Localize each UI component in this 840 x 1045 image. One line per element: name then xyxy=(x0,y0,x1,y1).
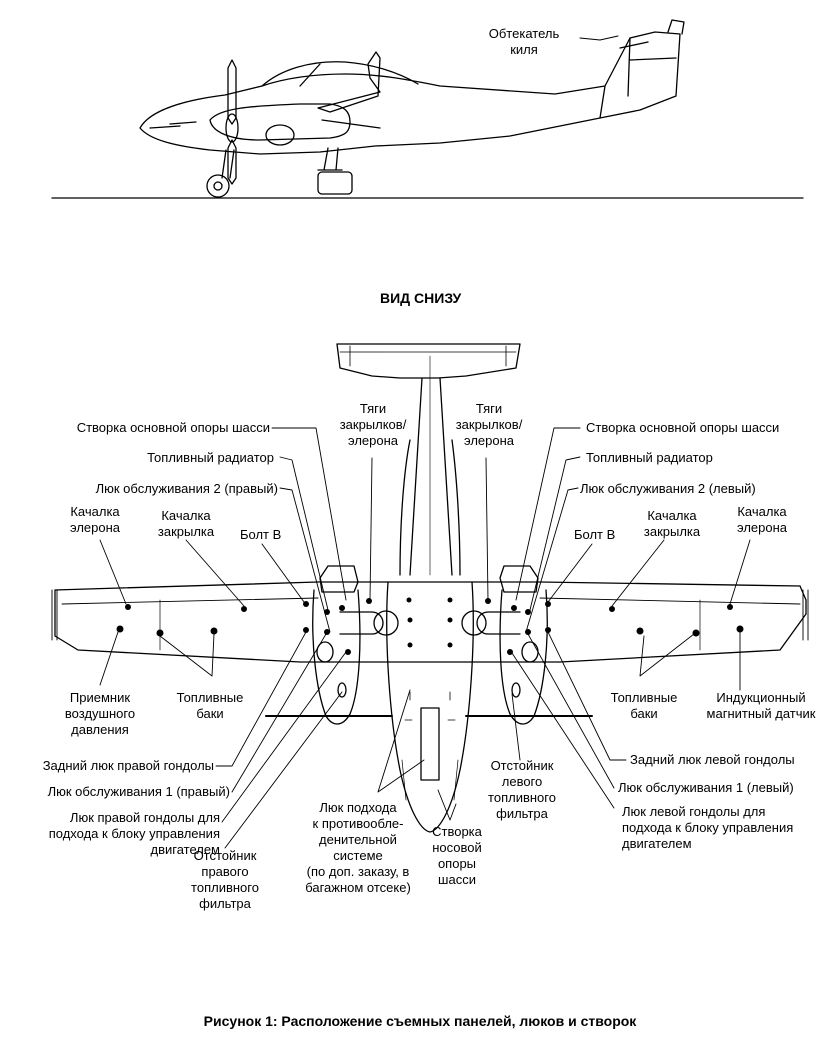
label-flap-rocker-right: Качалка закрылка xyxy=(157,508,215,539)
side-canopy xyxy=(261,61,419,87)
label-rear-nacelle-hatch-left: Задний люк левой гондолы xyxy=(630,752,795,767)
label-service-hatch2-left: Люк обслуживания 2 (левый) xyxy=(580,481,756,496)
label-flap-rocker-left: Качалка закрылка xyxy=(643,508,701,539)
label-main-gear-door-left: Створка основной опоры шасси xyxy=(586,420,780,435)
label-deicing-hatch: Люк подхода к противообле- денительной с… xyxy=(305,800,411,895)
label-pitot-tube: Приемник воздушного давления xyxy=(64,690,136,737)
label-fuel-tanks-left: Топливные баки xyxy=(610,690,678,721)
bottom-wing xyxy=(54,581,807,663)
figure-caption: Рисунок 1: Расположение съемных панелей,… xyxy=(203,1013,637,1029)
bottom-fasteners xyxy=(116,597,744,655)
bottom-left-wheel xyxy=(476,611,521,635)
bottom-baggage-hatch xyxy=(420,707,440,781)
side-fuselage xyxy=(139,31,681,155)
side-main-wheel xyxy=(317,171,353,195)
label-bolt-b-right: Болт В xyxy=(240,527,282,542)
label-fuel-tanks-right: Топливные баки xyxy=(176,690,244,721)
bottom-view-title: ВИД СНИЗУ xyxy=(380,290,462,306)
label-nose-gear-door: Створка носовой опоры шасси xyxy=(432,824,482,887)
side-nose-gear xyxy=(221,149,235,179)
label-rear-nacelle-hatch-right: Задний люк правой гондолы xyxy=(42,758,214,773)
bottom-view-aircraft xyxy=(51,343,809,833)
label-nacelle-ecu-hatch-right: Люк правой гондолы для подхода к блоку у… xyxy=(48,810,220,857)
side-fin xyxy=(599,37,677,119)
leader-lines xyxy=(99,427,751,849)
label-fuel-radiator-left: Топливный радиатор xyxy=(586,450,713,465)
bottom-tail-boom xyxy=(409,377,453,576)
label-fuel-radiator-right: Топливный радиатор xyxy=(147,450,274,465)
label-flap-rods-right: Тяги закрылков/ элерона xyxy=(339,401,407,448)
label-fuel-sump-left: Отстойник левого топливного фильтра xyxy=(488,758,556,821)
label-flap-rods-left: Тяги закрылков/ элерона xyxy=(455,401,523,448)
label-main-gear-door-right: Створка основной опоры шасси xyxy=(76,420,270,435)
label-service-hatch1-right: Люк обслуживания 1 (правый) xyxy=(47,784,230,799)
bottom-nacelle-left xyxy=(499,589,548,725)
side-nacelle xyxy=(209,103,351,141)
side-view-aircraft xyxy=(51,19,804,199)
label-bolt-b-left: Болт В xyxy=(574,527,616,542)
label-aileron-rocker-left: Качалка элерона xyxy=(736,504,788,535)
side-main-gear xyxy=(317,147,343,171)
side-nose-wheel xyxy=(206,174,230,198)
bottom-fuselage xyxy=(386,581,474,833)
bottom-horizontal-tail xyxy=(336,343,521,379)
label-service-hatch2-right: Люк обслуживания 2 (правый) xyxy=(95,481,278,496)
label-service-hatch1-left: Люк обслуживания 1 (левый) xyxy=(618,780,794,795)
label-fin-fairing: Обтекатель киля xyxy=(488,26,560,57)
side-propeller-lower xyxy=(227,139,237,185)
bottom-main-gear-door-right xyxy=(319,565,359,593)
side-wing xyxy=(317,51,381,113)
label-aileron-rocker-right: Качалка элерона xyxy=(69,504,121,535)
side-nacelle-window xyxy=(265,124,295,146)
bottom-right-wheel xyxy=(339,611,384,635)
bottom-nacelle-right xyxy=(312,589,361,725)
label-nacelle-ecu-hatch-left: Люк левой гондолы для подхода к блоку уп… xyxy=(622,804,794,851)
label-fuel-sump-right: Отстойник правого топливного фильтра xyxy=(191,848,259,911)
label-magnetic-sensor: Индукционный магнитный датчик xyxy=(706,690,816,721)
